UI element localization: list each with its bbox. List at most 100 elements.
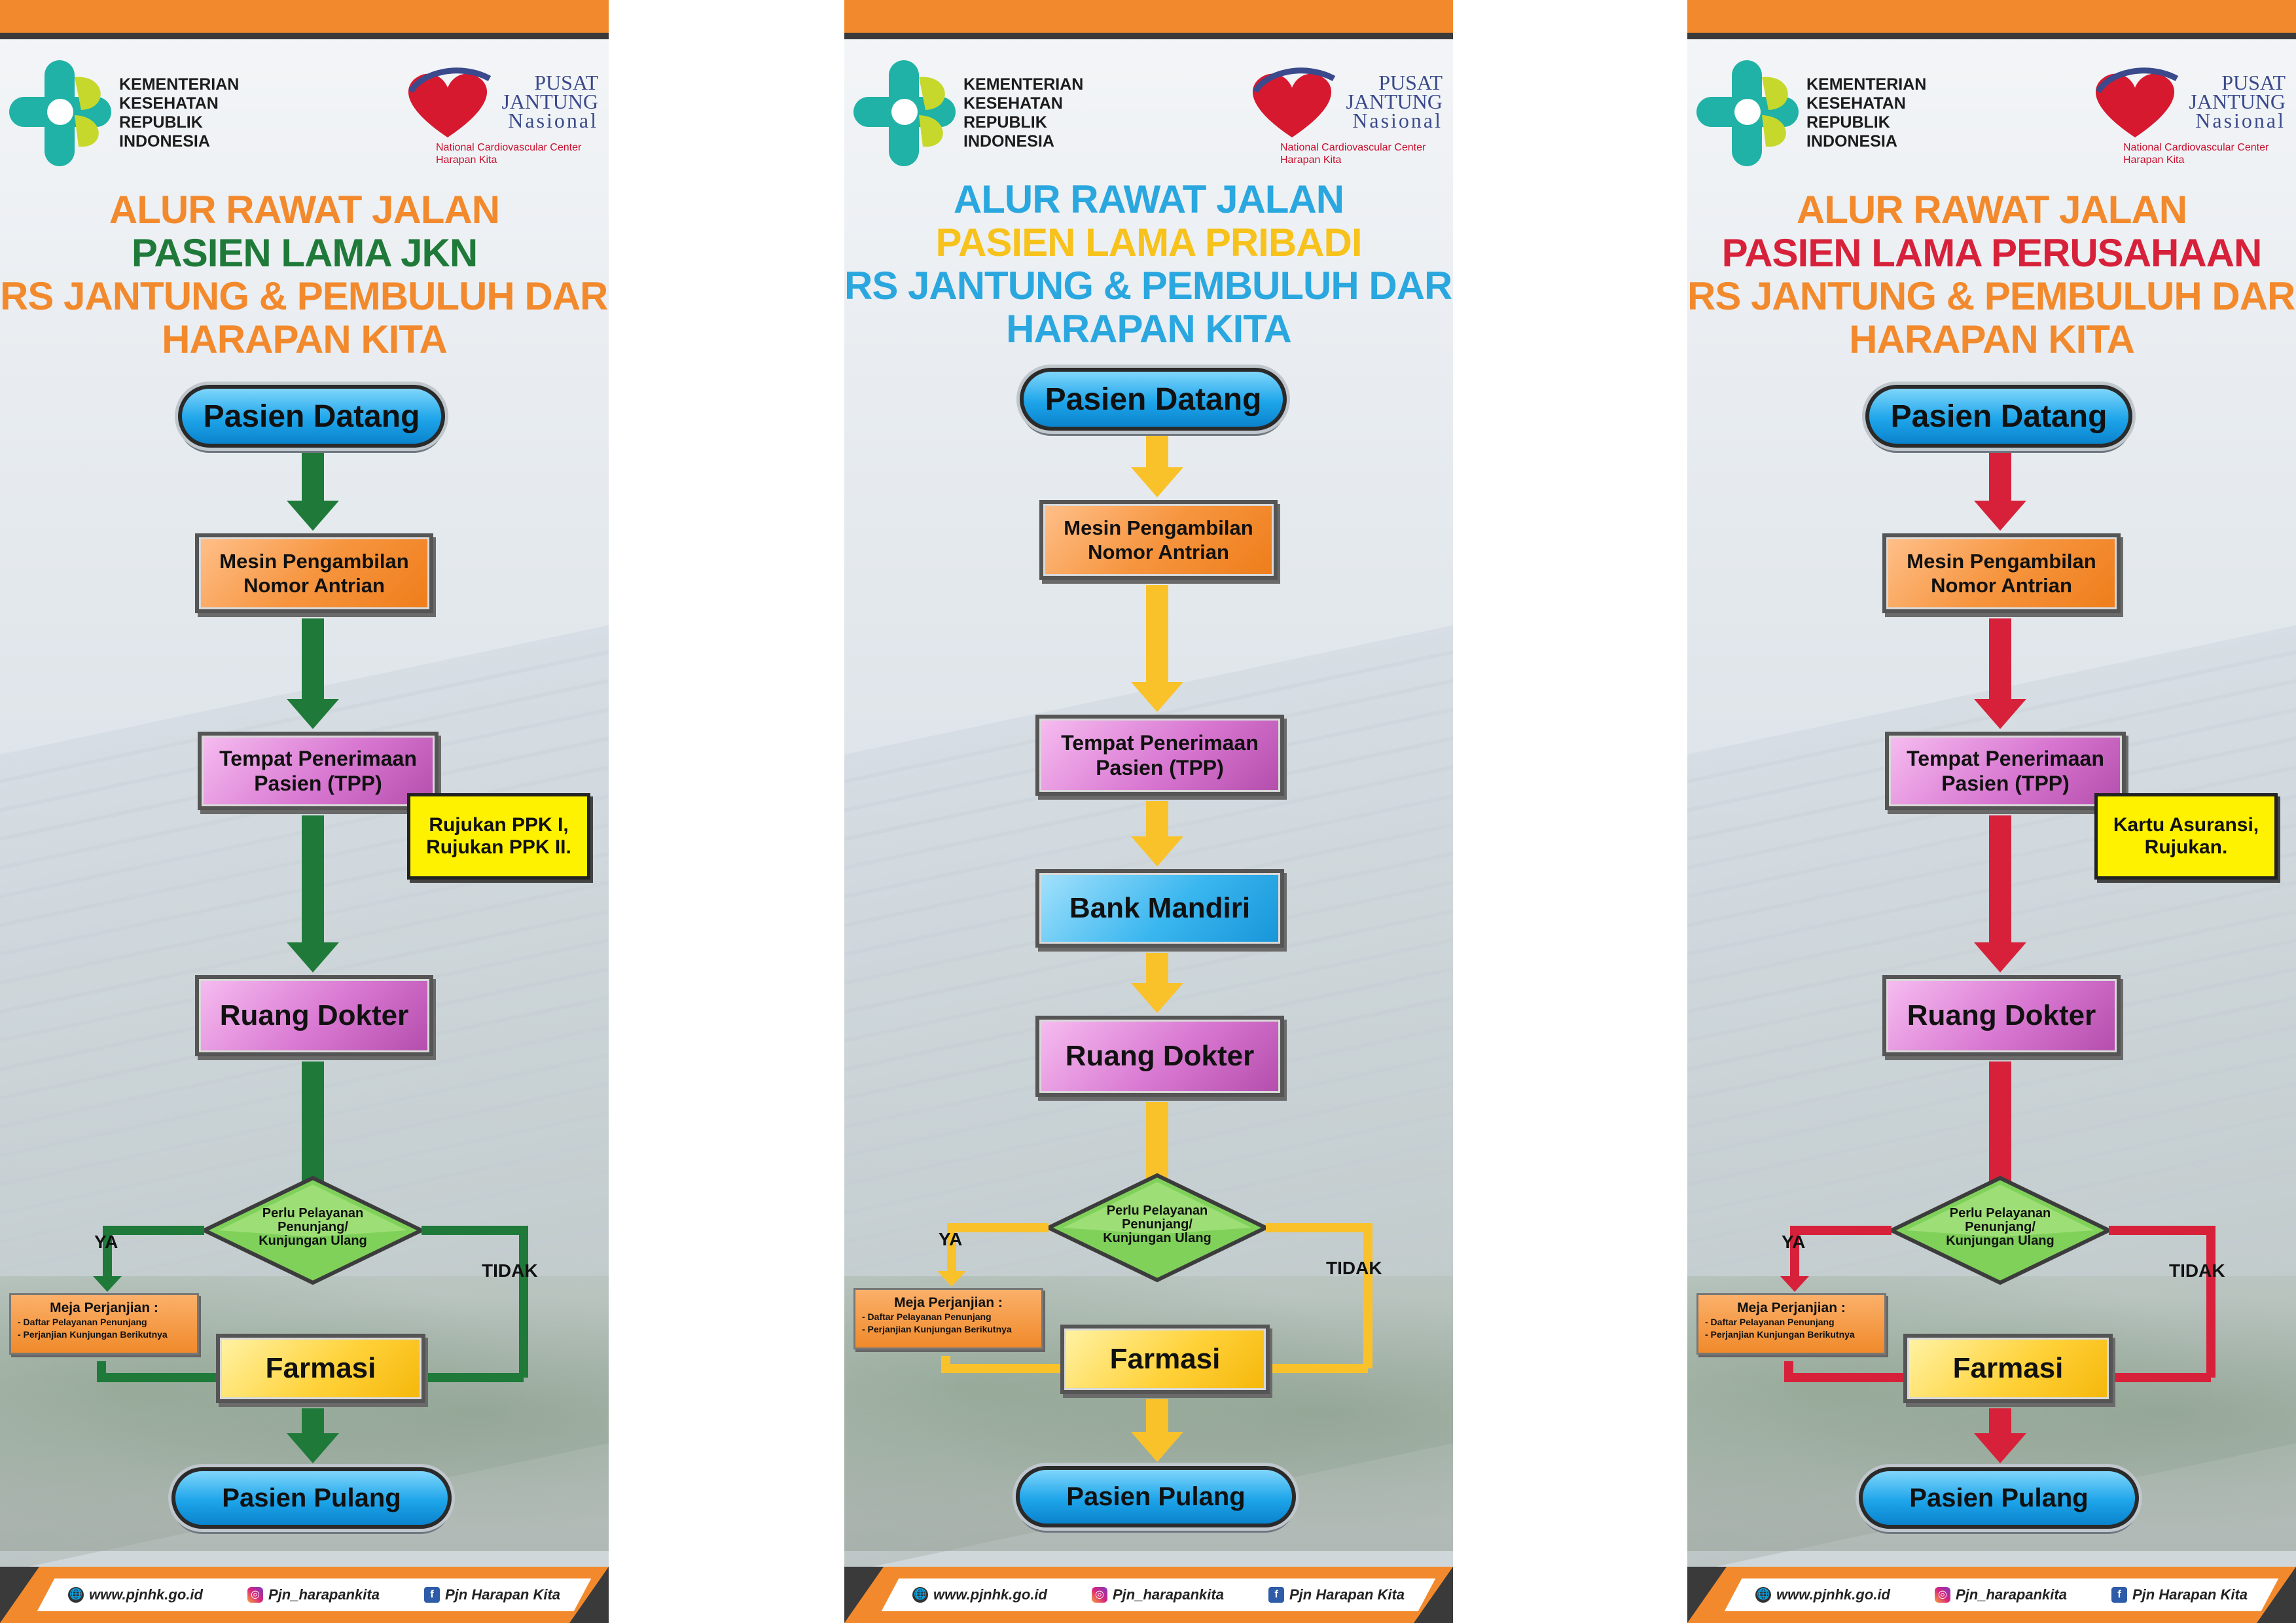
no-branch-line <box>1363 1223 1372 1368</box>
connector-line <box>302 1061 324 1182</box>
appointment-desk-box: Meja Perjanjian :- Daftar Pelayanan Penu… <box>1696 1293 1886 1355</box>
flow-title-line: PASIEN LAMA JKN <box>131 231 478 275</box>
flow-title-line: RS JANTUNG & PEMBULUH DARAH <box>844 264 1453 308</box>
instagram-link[interactable]: ◎Pjn_harapankita <box>1934 1586 2067 1603</box>
arrow-shaft <box>1989 1408 2011 1435</box>
decision-diamond-highlight <box>219 1185 407 1237</box>
pharmacy-box: Farmasi <box>216 1334 425 1403</box>
no-branch-line <box>422 1226 524 1235</box>
kemkes-name-line: KEMENTERIAN <box>119 75 240 94</box>
queue-machine-box-line: Mesin Pengambilan <box>219 550 409 573</box>
website-link-text: www.pjnhk.go.id <box>89 1586 203 1603</box>
tpp-box-line: Pasien (TPP) <box>254 772 382 795</box>
doctor-room-box: Ruang Dokter <box>1882 975 2121 1056</box>
no-label: TIDAK <box>482 1260 538 1281</box>
pjn-name-line: JANTUNG <box>1346 90 1443 113</box>
connector-line <box>1146 1102 1168 1179</box>
flow-title-line: RS JANTUNG & PEMBULUH DARAH <box>0 274 609 318</box>
yes-branch-line <box>1790 1226 1799 1281</box>
flow-title-line: PASIEN LAMA PERUSAHAAN <box>1721 231 2263 275</box>
heart-icon <box>408 67 492 137</box>
pharmacy-box: Farmasi <box>1903 1334 2113 1403</box>
tpp-box-line: Pasien (TPP) <box>1096 756 1224 779</box>
start-node: Pasien Datang <box>1020 368 1287 431</box>
kemkes-name-line: KESEHATAN <box>119 94 219 113</box>
globe-icon: 🌐 <box>912 1587 928 1603</box>
website-link-text: www.pjnhk.go.id <box>933 1586 1047 1603</box>
decision-text-line: Penunjang/ <box>278 1220 348 1234</box>
pjn-subtitle-line: National Cardiovascular Center <box>2123 142 2269 153</box>
arrow-shaft <box>1146 1399 1168 1433</box>
yes-label: YA <box>939 1229 963 1249</box>
flow-title-line: ALUR RAWAT JALAN <box>1796 188 2187 232</box>
arrow-head <box>1974 1433 2026 1463</box>
no-branch-line <box>2206 1226 2215 1378</box>
yes-arrow-head <box>1780 1276 1809 1292</box>
queue-machine-box-line: Nomor Antrian <box>1931 574 2072 597</box>
instagram-link-text: Pjn_harapankita <box>268 1586 380 1603</box>
pharmacy-box: Farmasi <box>1060 1325 1270 1394</box>
meja-return-line <box>941 1356 950 1364</box>
instagram-link-text: Pjn_harapankita <box>1955 1586 2067 1603</box>
pjn-name-line: PUSAT <box>2221 71 2286 94</box>
heart-icon <box>2095 67 2179 137</box>
kemkes-name-line: REPUBLIK <box>1806 113 1890 132</box>
start-node: Pasien Datang <box>178 385 445 448</box>
arrow-shaft <box>1146 585 1168 683</box>
queue-machine-box-line: Mesin Pengambilan <box>1064 516 1253 539</box>
emblem-center <box>891 99 918 125</box>
instagram-icon: ◎ <box>247 1587 263 1603</box>
requirements-note-text: Rujukan PPK I,Rujukan PPK II. <box>426 814 571 859</box>
decision-diamond-highlight <box>1906 1185 2094 1237</box>
no-label: TIDAK <box>2169 1260 2225 1281</box>
instagram-link-text: Pjn_harapankita <box>1112 1586 1224 1603</box>
kemkes-name-line: INDONESIA <box>1806 132 1897 151</box>
emblem-leaf <box>1762 77 1788 110</box>
end-node: Pasien Pulang <box>1859 1467 2139 1529</box>
pjn-name-line: Nasional <box>2195 109 2286 132</box>
heart-swoosh <box>408 67 492 94</box>
website-link[interactable]: 🌐 www.pjnhk.go.id <box>912 1586 1047 1603</box>
website-link[interactable]: 🌐www.pjnhk.go.id <box>68 1586 203 1603</box>
kemkes-name-line: KEMENTERIAN <box>1806 75 1927 94</box>
arrow-head <box>1131 467 1183 497</box>
website-link[interactable]: 🌐www.pjnhk.go.id <box>1755 1586 1890 1603</box>
instagram-link[interactable]: ◎Pjn_harapankita <box>1091 1586 1224 1603</box>
no-label: TIDAK <box>1326 1258 1382 1278</box>
instagram-link[interactable]: ◎ Pjn_harapankita <box>247 1586 380 1603</box>
emblem-leaf <box>75 115 99 147</box>
emblem-leaf <box>1762 115 1786 147</box>
kemkes-emblem-icon <box>853 60 956 166</box>
arrow-head <box>287 1433 339 1463</box>
arrow-head <box>1974 942 2026 972</box>
website-link-text: www.pjnhk.go.id <box>1776 1586 1890 1603</box>
arrow-shaft <box>302 453 324 502</box>
yes-label: YA <box>1782 1232 1806 1252</box>
meja-return-line <box>1784 1361 1793 1373</box>
pjn-subtitle-line: Harapan Kita <box>1280 154 1342 166</box>
appointment-desk-box: Meja Perjanjian :- Daftar Pelayanan Penu… <box>853 1288 1043 1349</box>
heart-shape <box>408 73 488 137</box>
requirements-note: Kartu Asuransi,Rujukan. <box>2094 793 2278 880</box>
flow-title-line: HARAPAN KITA <box>1006 307 1292 351</box>
decision-text-line: Kunjungan Ulang <box>1946 1234 2054 1248</box>
flow-title-line: ALUR RAWAT JALAN <box>953 177 1344 221</box>
